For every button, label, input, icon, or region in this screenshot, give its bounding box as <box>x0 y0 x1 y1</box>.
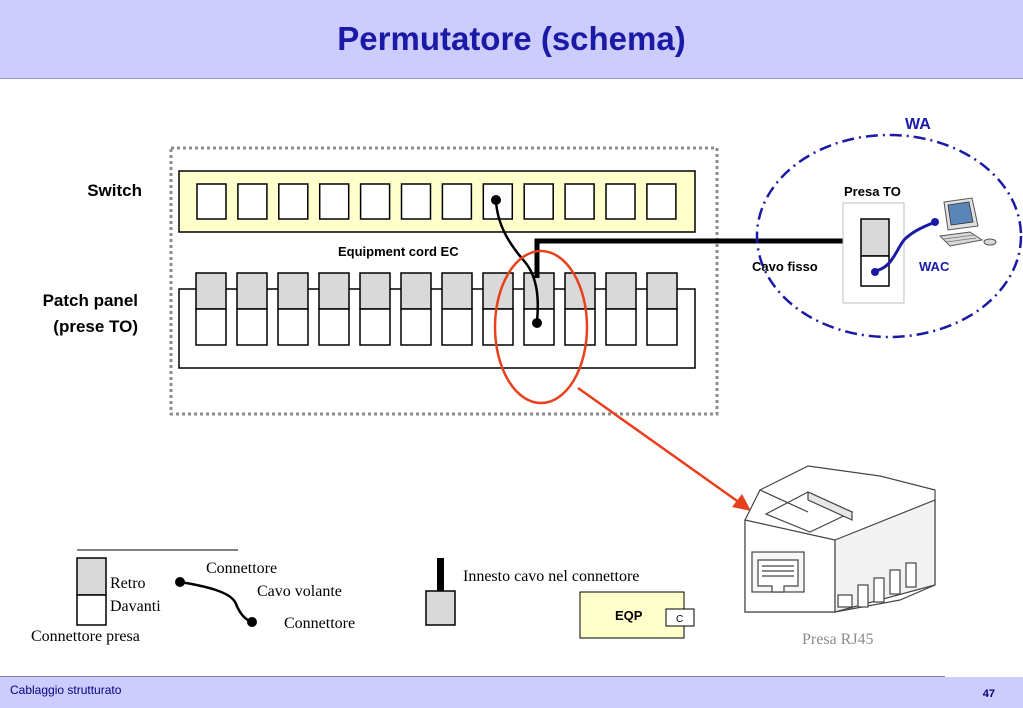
rack-enclosure <box>169 146 719 416</box>
presa-to-label: Presa TO <box>844 184 901 199</box>
presa-to-retro <box>860 218 890 257</box>
footer-divider <box>0 676 945 677</box>
patch-port-retro <box>195 272 227 310</box>
patch-panel-ports <box>195 272 678 346</box>
switch-port <box>523 183 554 220</box>
patch-port-davanti <box>564 308 596 346</box>
eqp-port-box <box>665 608 695 627</box>
legend-connettore-top-label: Connettore <box>206 560 277 577</box>
highlight-ellipse <box>493 249 589 405</box>
legend-innesto-cable <box>437 558 444 591</box>
patch-port-davanti <box>400 308 432 346</box>
equipment-cord-label: Equipment cord EC <box>338 244 459 259</box>
patch-port-davanti <box>482 308 514 346</box>
switch-port <box>605 183 636 220</box>
patch-panel-label: Patch panel <box>43 291 138 310</box>
cavo-fisso-label: Cavo fisso <box>752 259 818 274</box>
patch-port-retro <box>318 272 350 310</box>
legend-cavo-volante-label: Cavo volante <box>257 583 342 600</box>
patch-port-retro <box>605 272 637 310</box>
legend-retro-box <box>76 557 107 596</box>
patch-port-davanti <box>195 308 227 346</box>
wac-connector-pc <box>931 218 939 226</box>
legend-connettore-bottom-label: Connettore <box>284 615 355 632</box>
switch-port <box>564 183 595 220</box>
patch-port-retro <box>236 272 268 310</box>
patch-port-retro <box>523 272 555 310</box>
legend-retro-label: Retro <box>110 575 146 592</box>
patch-port-davanti <box>236 308 268 346</box>
legend-davanti-box <box>76 594 107 626</box>
wa-label: WA <box>905 116 931 133</box>
legend-cavo-volante <box>179 580 253 624</box>
legend-connettore-presa-label: Connettore presa <box>31 628 140 645</box>
wac-cable <box>874 220 936 273</box>
patch-port-retro <box>400 272 432 310</box>
switch-port <box>400 183 432 220</box>
patch-port-davanti <box>441 308 473 346</box>
cord-connector-switch <box>491 195 501 205</box>
switch-port <box>196 183 227 220</box>
patch-port-retro <box>564 272 596 310</box>
highlight-arrow-head <box>732 494 751 511</box>
patch-port-davanti <box>359 308 391 346</box>
switch-port <box>359 183 391 220</box>
switch-port <box>441 183 473 220</box>
cord-connector-panel <box>532 318 542 328</box>
patch-port-davanti <box>318 308 350 346</box>
patch-port-retro <box>441 272 473 310</box>
legend-innesto-label: Innesto cavo nel connettore <box>463 568 639 585</box>
computer-icon <box>938 197 997 247</box>
patch-port-retro <box>277 272 309 310</box>
switch-port <box>318 183 350 220</box>
presa-rj45-label: Presa RJ45 <box>802 631 874 648</box>
legend-connector-dot-top <box>175 577 185 587</box>
switch-ports <box>196 183 677 220</box>
footer-course-title: Cablaggio strutturato <box>10 683 122 697</box>
highlight-arrow-line <box>577 386 741 505</box>
switch-label: Switch <box>87 181 142 200</box>
equipment-cord <box>494 199 540 323</box>
patch-panel-sublabel: (prese TO) <box>53 317 138 336</box>
footer-bar <box>0 677 1023 708</box>
eqp-label: EQP <box>615 608 643 623</box>
slide-title: Permutatore (schema) <box>337 20 686 57</box>
switch-port <box>278 183 309 220</box>
legend-innesto-box <box>425 590 456 626</box>
patch-port-retro <box>359 272 391 310</box>
wac-connector-presa <box>871 268 879 276</box>
patch-port-retro <box>646 272 678 310</box>
page-number: 47 <box>982 688 995 700</box>
rj45-jack-icon <box>744 465 936 613</box>
legend-connector-dot-bottom <box>247 617 257 627</box>
switch-port <box>237 183 268 220</box>
patch-port-davanti <box>646 308 678 346</box>
wac-label: WAC <box>919 259 950 274</box>
switch-port <box>646 183 677 220</box>
patch-port-davanti <box>277 308 309 346</box>
fixed-cable <box>534 238 875 278</box>
title-bar <box>0 0 1023 79</box>
eqp-port-label: C <box>676 614 683 625</box>
wa-ellipse <box>755 133 1023 339</box>
patch-port-davanti <box>605 308 637 346</box>
legend-davanti-label: Davanti <box>110 598 161 615</box>
